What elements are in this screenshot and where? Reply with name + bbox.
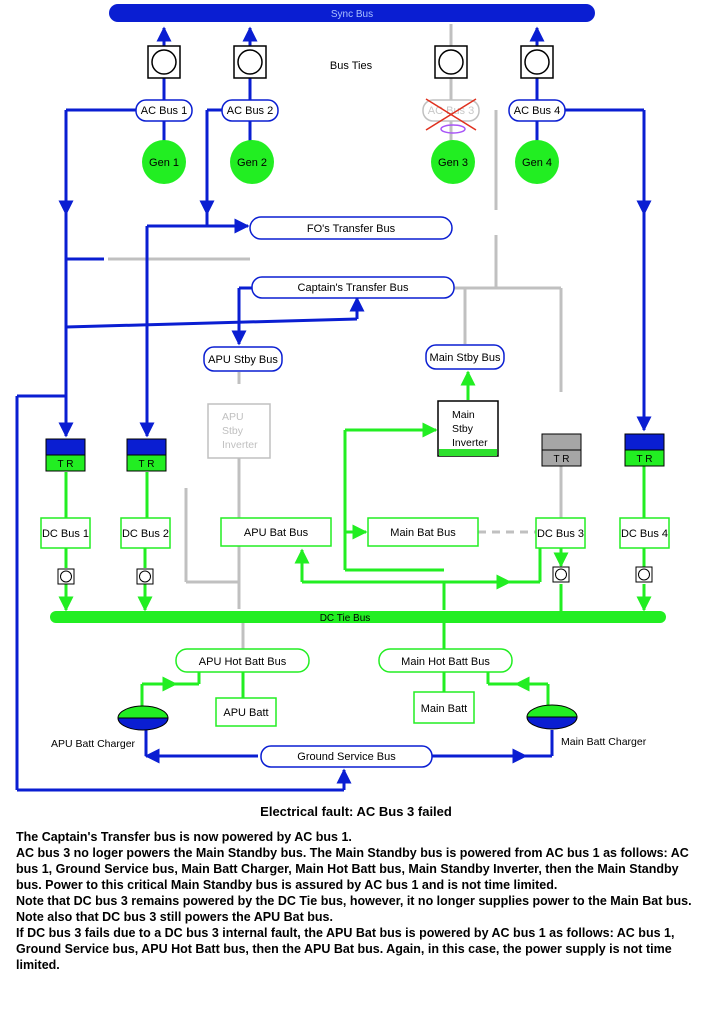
tr-1-label: T R: [58, 459, 74, 470]
dc-bus-3-label: DC Bus 3: [537, 528, 584, 540]
dc-bus-1[interactable]: DC Bus 1: [40, 517, 91, 549]
apu-inverter-label-3: Inverter: [222, 439, 258, 451]
gen-2-label: Gen 2: [237, 157, 267, 169]
main-inverter-label-2: Stby: [452, 423, 474, 435]
sync-bus: Sync Bus: [109, 4, 595, 22]
ground-service-bus[interactable]: Ground Service Bus: [260, 745, 433, 768]
gen-3-label: Gen 3: [438, 157, 468, 169]
description-line: Note that DC bus 3 remains powered by th…: [16, 894, 692, 924]
tr-3-label: T R: [554, 454, 570, 465]
dc-contactor-2[interactable]: [136, 568, 154, 585]
apu-stby-bus[interactable]: APU Stby Bus: [203, 346, 283, 372]
main-stby-bus[interactable]: Main Stby Bus: [425, 344, 505, 370]
tr-4[interactable]: T R: [624, 433, 665, 467]
dc-bus-3[interactable]: DC Bus 3: [535, 517, 586, 549]
tr-2-label: T R: [139, 459, 155, 470]
gen-3[interactable]: Gen 3: [431, 140, 475, 184]
dc-bus-2[interactable]: DC Bus 2: [120, 517, 171, 549]
ac-powered-wiring: [15, 26, 652, 792]
apu-hot-batt-bus-label: APU Hot Batt Bus: [199, 656, 287, 668]
dc-contactor-1[interactable]: [57, 568, 75, 585]
dc-bus-4-label: DC Bus 4: [621, 528, 668, 540]
gen-4-label: Gen 4: [522, 157, 552, 169]
main-batt-label: Main Batt: [421, 703, 467, 715]
bus-ties-label: Bus Ties: [330, 60, 373, 72]
ac-bus-2-label: AC Bus 2: [227, 105, 273, 117]
electrical-diagram: Sync Bus Bus Ties AC Bus 1 AC Bus 2 AC B…: [15, 4, 670, 792]
ac-bus-4-label: AC Bus 4: [514, 105, 560, 117]
main-inverter-label-3: Inverter: [452, 437, 488, 449]
description-line: The Captain's Transfer bus is now powere…: [16, 830, 352, 844]
fo-transfer-bus[interactable]: FO's Transfer Bus: [249, 216, 453, 240]
tr-2[interactable]: T R: [126, 438, 167, 472]
main-stby-inverter[interactable]: Main Stby Inverter: [437, 400, 499, 457]
gen-1-label: Gen 1: [149, 157, 179, 169]
ac-bus-1[interactable]: AC Bus 1: [135, 99, 193, 122]
gen-2[interactable]: Gen 2: [230, 140, 274, 184]
ac-bus-3-failed[interactable]: AC Bus 3: [422, 98, 480, 131]
apu-bat-bus-label: APU Bat Bus: [244, 527, 309, 539]
fo-transfer-bus-label: FO's Transfer Bus: [307, 223, 396, 235]
main-batt-charger[interactable]: Main Batt Charger: [526, 704, 647, 748]
main-stby-bus-label: Main Stby Bus: [430, 352, 501, 364]
fault-ring-icon: [440, 124, 466, 134]
description-line: If DC bus 3 fails due to a DC bus 3 inte…: [16, 926, 675, 972]
ac-bus-4[interactable]: AC Bus 4: [508, 99, 566, 122]
tr-4-label: T R: [637, 454, 653, 465]
dc-bus-1-label: DC Bus 1: [42, 528, 89, 540]
apu-bat-bus[interactable]: APU Bat Bus: [220, 517, 332, 547]
dc-bus-4[interactable]: DC Bus 4: [619, 517, 670, 549]
apu-batt[interactable]: APU Batt: [215, 697, 277, 727]
bus-tie-2[interactable]: [233, 45, 267, 79]
apu-stby-inverter[interactable]: APU Stby Inverter: [207, 403, 271, 459]
unpowered-wiring: [108, 24, 563, 649]
ac-bus-1-label: AC Bus 1: [141, 105, 187, 117]
ground-service-bus-label: Ground Service Bus: [297, 751, 396, 763]
sync-bus-label: Sync Bus: [331, 9, 373, 20]
apu-inverter-label-1: APU: [222, 411, 244, 423]
apu-inverter-label-2: Stby: [222, 425, 244, 437]
main-hot-batt-bus-label: Main Hot Batt Bus: [401, 656, 490, 668]
main-batt[interactable]: Main Batt: [413, 691, 475, 724]
dc-contactor-4[interactable]: [635, 566, 653, 583]
ac-bus-2[interactable]: AC Bus 2: [221, 99, 279, 122]
apu-stby-bus-label: APU Stby Bus: [208, 354, 278, 366]
dc-powered-wiring: [58, 370, 652, 706]
apu-batt-label: APU Batt: [223, 707, 268, 719]
main-bat-bus-label: Main Bat Bus: [390, 527, 456, 539]
gen-1[interactable]: Gen 1: [142, 140, 186, 184]
gen-4[interactable]: Gen 4: [515, 140, 559, 184]
captain-transfer-bus[interactable]: Captain's Transfer Bus: [251, 276, 455, 299]
description-line: AC bus 3 no loger powers the Main Standb…: [16, 846, 689, 892]
tr-3[interactable]: T R: [541, 433, 582, 467]
bus-tie-4[interactable]: [520, 45, 554, 79]
tr-1[interactable]: T R: [45, 438, 86, 472]
apu-batt-charger[interactable]: APU Batt Charger: [51, 705, 169, 750]
apu-batt-charger-label: APU Batt Charger: [51, 738, 136, 750]
dc-bus-2-label: DC Bus 2: [122, 528, 169, 540]
dc-contactor-3[interactable]: [552, 566, 570, 583]
main-batt-charger-label: Main Batt Charger: [561, 736, 647, 748]
fault-title: Electrical fault: AC Bus 3 failed: [260, 804, 452, 819]
bus-tie-1[interactable]: [147, 45, 181, 79]
captain-transfer-bus-label: Captain's Transfer Bus: [298, 282, 409, 294]
dc-tie-bus-label: DC Tie Bus: [320, 613, 371, 624]
dc-tie-bus: DC Tie Bus: [50, 611, 666, 624]
apu-hot-batt-bus[interactable]: APU Hot Batt Bus: [175, 648, 310, 673]
main-hot-batt-bus[interactable]: Main Hot Batt Bus: [378, 648, 513, 673]
fault-description: The Captain's Transfer bus is now powere…: [16, 829, 696, 973]
main-inverter-label-1: Main: [452, 409, 475, 421]
main-bat-bus[interactable]: Main Bat Bus: [367, 517, 479, 547]
bus-tie-3[interactable]: [434, 45, 468, 79]
